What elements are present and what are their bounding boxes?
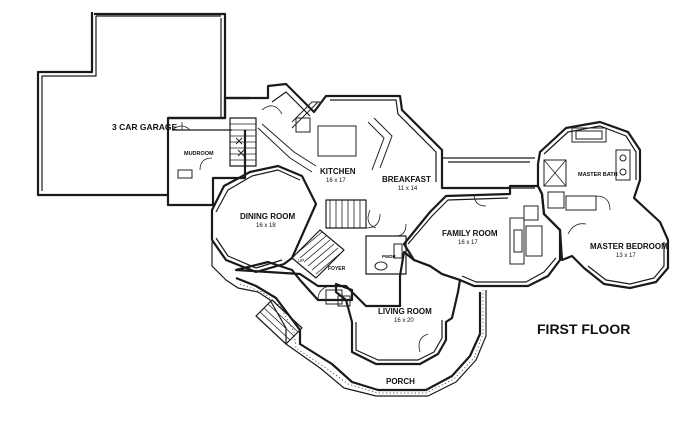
label-garage: 3 CAR GARAGE (112, 122, 178, 132)
dining-room-walls (210, 164, 318, 274)
label-mudroom: MUDROOM (184, 151, 214, 157)
powder-room (365, 223, 407, 275)
label-kitchen: KITCHEN (320, 167, 356, 176)
label-porch: PORCH (386, 377, 415, 386)
master-suite-walls (525, 120, 670, 290)
label-master-bedroom: MASTER BEDROOM (590, 242, 668, 251)
service-stair (229, 117, 257, 167)
living-room-walls (234, 250, 462, 366)
mudroom-walls (166, 96, 250, 207)
size-breakfast: 11 x 14 (398, 186, 418, 192)
size-dining: 16 x 18 (256, 223, 276, 229)
label-powder: PWDR (382, 254, 396, 259)
label-dining: DINING ROOM (240, 212, 295, 221)
main-stair (291, 199, 381, 279)
plan-title: FIRST FLOOR (537, 321, 630, 337)
size-living: 16 x 20 (394, 318, 414, 324)
size-kitchen: 16 x 17 (326, 178, 346, 184)
gallery-link (442, 157, 535, 189)
kitchen-breakfast-walls (225, 82, 510, 190)
label-master-bath: MASTER BATH (578, 172, 618, 178)
label-breakfast: BREAKFAST (382, 175, 431, 184)
label-family: FAMILY ROOM (442, 229, 498, 238)
porch-walls (211, 242, 487, 397)
size-family: 16 x 17 (458, 240, 478, 246)
label-living: LIVING ROOM (378, 307, 432, 316)
label-foyer: FOYER (328, 266, 346, 272)
label-stair-up: UP (298, 258, 304, 263)
size-master-bedroom: 13 x 17 (616, 253, 636, 259)
garage-walls (36, 12, 227, 197)
